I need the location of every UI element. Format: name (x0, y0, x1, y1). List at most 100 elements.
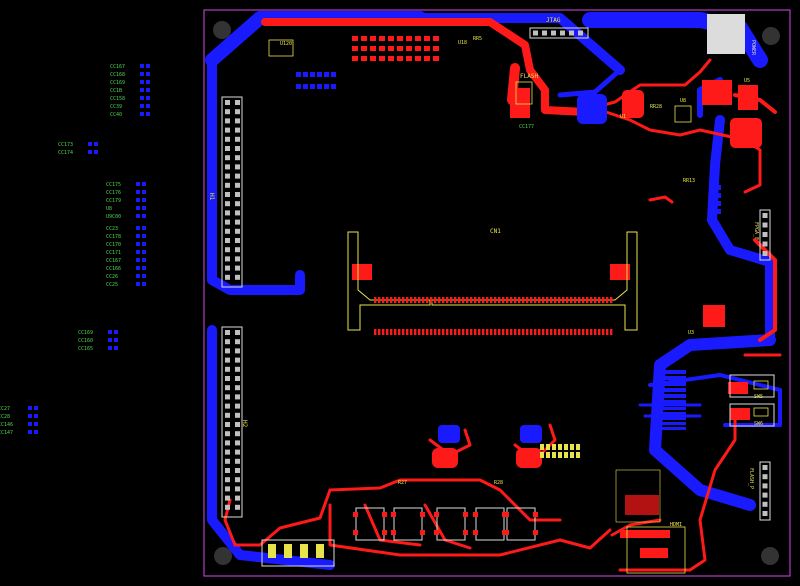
header-pin (762, 241, 768, 247)
component-ref: CC179 (106, 198, 121, 204)
cn1-pin (438, 297, 441, 303)
header-pin (225, 247, 230, 253)
passive-arrays[interactable] (296, 36, 721, 458)
component-u120[interactable]: U120 (268, 39, 294, 57)
component-u5[interactable]: U5 (744, 78, 750, 84)
header-pin (235, 146, 240, 151)
header-h1[interactable] (221, 96, 243, 288)
header-h2[interactable] (221, 326, 243, 518)
component-u3[interactable]: U3 (688, 305, 725, 336)
cn1-pin (582, 329, 585, 335)
header-pin (225, 422, 230, 427)
cn1-pin (438, 329, 441, 335)
cn1-pin (402, 297, 405, 303)
header-pin (235, 403, 240, 409)
pushbutton[interactable] (506, 507, 536, 541)
pushbutton[interactable] (436, 507, 466, 541)
header-pin (235, 412, 240, 418)
cn1-pin (530, 297, 533, 303)
component-ref: CC158 (110, 96, 125, 102)
cn1-pin (522, 329, 525, 335)
component-ref: CC165 (78, 346, 93, 352)
header-pin (235, 394, 240, 400)
cn1-pin (550, 329, 553, 335)
header-pin (235, 274, 240, 280)
component-ref: CC39 (110, 104, 122, 110)
cn1-pin (486, 297, 489, 303)
component-ref: U8 (106, 206, 112, 212)
header-pin (762, 474, 768, 480)
header-pin (235, 468, 240, 473)
u3-label: U3 (688, 330, 694, 336)
component-ref: CC171 (106, 250, 121, 256)
cn1-pin (454, 329, 457, 335)
header-pin (560, 30, 565, 36)
header-flash-p[interactable] (759, 461, 771, 521)
header-pin (762, 213, 768, 218)
header-pin (235, 357, 240, 363)
header-pin (225, 228, 230, 234)
dip-switch-block[interactable] (261, 539, 335, 567)
header-pin (225, 458, 230, 464)
header-pin (225, 376, 230, 381)
u5-label: U5 (744, 78, 750, 84)
cn1-pin (402, 329, 405, 335)
flash-chip[interactable]: FLASH CC177 (515, 73, 538, 130)
header-pin (235, 118, 240, 124)
cn1-pin (494, 297, 497, 303)
header-pin (235, 201, 240, 207)
header-pin (235, 109, 240, 115)
cn1-pin (510, 329, 513, 335)
component-ref: CC167 (106, 258, 121, 264)
pushbutton[interactable] (475, 507, 505, 541)
header-pin (225, 182, 230, 188)
component-u8[interactable]: U8 (674, 98, 692, 123)
pushbutton[interactable] (355, 507, 385, 541)
cn1-pin (474, 329, 477, 335)
cn1-pin (446, 329, 449, 335)
cn1-pin (378, 297, 381, 303)
header-pin (225, 468, 230, 473)
header-pin (235, 136, 240, 142)
header-pin (235, 495, 240, 501)
header-pin (225, 440, 230, 446)
header-pin (569, 30, 574, 36)
cn1-pin (482, 297, 485, 303)
power-connector[interactable]: POWER (750, 40, 756, 56)
header-fpga-f[interactable] (759, 209, 771, 261)
connector-cn1[interactable]: CN1 (347, 228, 638, 335)
cn1-pin (410, 297, 413, 303)
component-ref: U9C00 (106, 214, 121, 220)
switch-block-sw2[interactable]: SW6 (729, 403, 775, 427)
h1-label: H1 (208, 193, 215, 201)
switch-block-sw1[interactable]: SW5 (729, 374, 775, 400)
header-pin (762, 501, 768, 507)
cn1-pin (430, 329, 433, 335)
cn1-pin (534, 329, 537, 335)
header-pin (225, 146, 230, 151)
component-ref: CC173 (58, 142, 73, 148)
cn1-pin (486, 329, 489, 335)
cn1-pin (390, 329, 393, 335)
offboard-component-list[interactable]: CC167CC168CC169CC1BCC158CC39CC40CC173CC1… (0, 64, 150, 436)
cn1-pin (542, 297, 545, 303)
component-ref: CC169 (110, 80, 125, 86)
cn1-pin (382, 329, 385, 335)
cn1-pin (434, 329, 437, 335)
header-pin (235, 182, 240, 188)
cn1-pin (534, 297, 537, 303)
cn1-pin (522, 297, 525, 303)
component-ref: CC176 (106, 190, 121, 196)
pushbutton[interactable] (393, 507, 423, 541)
cn1-pin (482, 329, 485, 335)
hdmi-connector[interactable]: HDMI (626, 522, 686, 574)
connector-u1[interactable] (615, 469, 661, 523)
cn1-pin (594, 297, 597, 303)
pushbuttons-row[interactable] (353, 507, 538, 541)
header-jtag[interactable] (529, 27, 589, 39)
component-ref: CC170 (106, 242, 121, 248)
cn1-label: CN1 (490, 228, 501, 235)
component-ref: CC25 (106, 282, 118, 288)
copper-pours (352, 14, 762, 538)
